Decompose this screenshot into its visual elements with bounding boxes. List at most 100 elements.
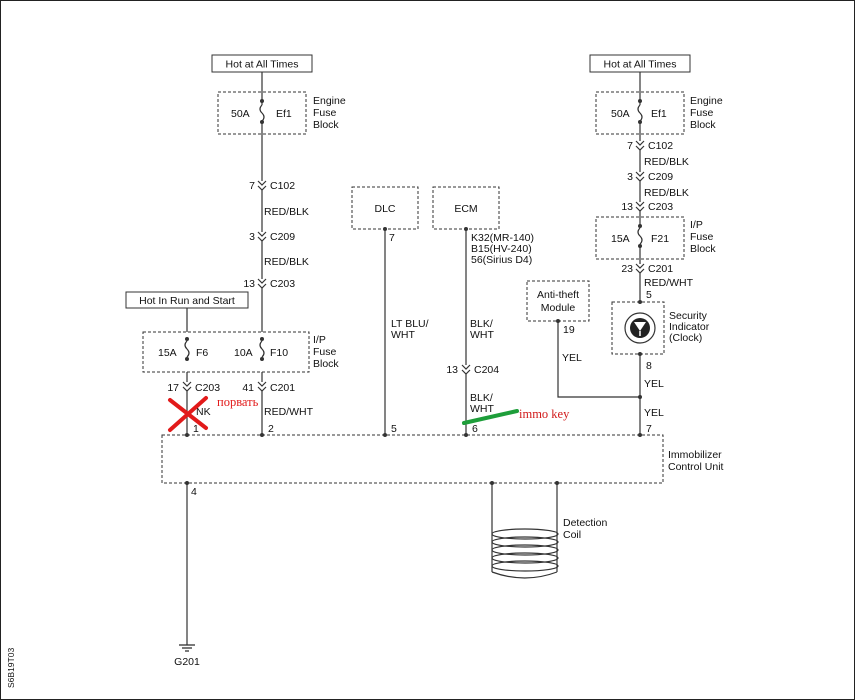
icu-pin-2: 2 xyxy=(268,423,274,435)
c209-pin-left: 3 xyxy=(249,231,255,243)
ground: G201 xyxy=(174,483,200,668)
c209-name-right: C209 xyxy=(648,171,673,183)
red-cross-icon xyxy=(168,396,208,432)
hot-at-all-times-right: Hot at All Times xyxy=(604,59,677,71)
coil-icon xyxy=(491,528,559,579)
fuse-f10-amp: 10A xyxy=(234,347,253,359)
connector-c203-right-icon xyxy=(635,201,645,212)
ip-block-r3: Block xyxy=(690,243,716,255)
indicator-pin-8: 8 xyxy=(646,360,652,372)
fuse-ef1-right-icon xyxy=(637,104,643,122)
c203-f6-name: C203 xyxy=(195,382,220,394)
fuse-f6-name: F6 xyxy=(196,347,208,359)
fuse-f21-name: F21 xyxy=(651,233,669,245)
connector-c209-left-icon xyxy=(257,231,267,242)
wire-red-blk-right-1: RED/BLK xyxy=(644,156,689,168)
dlc-pin: 7 xyxy=(389,232,395,244)
indicator-label-2: Indicator xyxy=(669,321,710,333)
c204-name: C204 xyxy=(474,364,499,376)
right-feed: Hot at All Times 50A Ef1 Engine Fuse Blo… xyxy=(589,54,723,435)
c204-pin: 13 xyxy=(446,364,458,376)
ip-block-l1: I/P xyxy=(313,334,326,346)
icu-pin-4: 4 xyxy=(191,486,197,498)
dlc-wire-1: LT BLU/ xyxy=(391,318,429,330)
connector-c201-right-icon xyxy=(635,263,645,274)
antitheft-pin: 19 xyxy=(563,324,575,336)
fuse-block-r3: Block xyxy=(690,119,716,131)
immo-annotation: immo key xyxy=(462,407,570,425)
c209-pin-right: 3 xyxy=(627,171,633,183)
ip-block-l2: Fuse xyxy=(313,346,337,358)
ecm: ECM K32(MR-140) B15(HV-240) 56(Sirius D4… xyxy=(432,186,534,435)
tear-note: порвать xyxy=(217,395,259,409)
connector-c204-icon xyxy=(461,364,471,375)
coil-label-2: Coil xyxy=(563,529,581,541)
connector-c203-left-icon xyxy=(257,278,267,289)
ecm-wire-1b: WHT xyxy=(470,329,494,341)
ip-block-r1: I/P xyxy=(690,219,703,231)
hot-at-all-times-left: Hot at All Times xyxy=(226,59,299,71)
c203-pin-left: 13 xyxy=(243,278,255,290)
wire-yel-right-1: YEL xyxy=(644,378,664,390)
immobilizer-control-unit: Immobilizer Control Unit 1 2 5 6 7 4 xyxy=(161,423,724,498)
icu-pin-1: 1 xyxy=(193,423,199,435)
antitheft-wire: YEL xyxy=(562,352,582,364)
left-feed: Hot at All Times 50A Ef1 Engine Fuse Blo… xyxy=(211,54,346,332)
ecm-label: ECM xyxy=(454,203,477,215)
connector-c102-left-icon xyxy=(257,180,267,191)
fuse-block-l2: Fuse xyxy=(313,107,337,119)
ground-icon xyxy=(179,644,195,652)
ground-label: G201 xyxy=(174,656,200,668)
c203-name-right: C203 xyxy=(648,201,673,213)
ecm-pin-3: 56(Sirius D4) xyxy=(471,254,532,266)
antitheft-module: Anti-theft Module 19 YEL xyxy=(526,280,640,398)
fuse-block-r2: Fuse xyxy=(690,107,714,119)
fuse-block-l1: Engine xyxy=(313,95,346,107)
c203-f6-pin: 17 xyxy=(167,382,179,394)
fuse-block-l3: Block xyxy=(313,119,339,131)
fuse-block-r1: Engine xyxy=(690,95,723,107)
connector-c201-f10-icon xyxy=(257,381,267,392)
ecm-wire-2a: BLK/ xyxy=(470,392,493,404)
fuse-amp-left: 50A xyxy=(231,108,250,120)
icu-pin-7: 7 xyxy=(646,423,652,435)
antitheft-label-1: Anti-theft xyxy=(537,289,579,301)
wire-red-blk-right-2: RED/BLK xyxy=(644,187,689,199)
icu-pin-5: 5 xyxy=(391,423,397,435)
c201-name-right: C201 xyxy=(648,263,673,275)
connector-c209-right-icon xyxy=(635,171,645,182)
fuse-ef1-left-icon xyxy=(259,104,265,122)
icu-pin-6: 6 xyxy=(472,423,478,435)
c102-pin-left: 7 xyxy=(249,180,255,192)
wire-pnk: NK xyxy=(196,406,211,418)
wire-red-wht-left: RED/WHT xyxy=(264,406,314,418)
tear-annotation: порвать xyxy=(168,395,259,432)
green-marker-icon xyxy=(462,409,519,425)
immo-note: immo key xyxy=(519,407,570,421)
ip-block-r2: Fuse xyxy=(690,231,714,243)
fuse-amp-right: 50A xyxy=(611,108,630,120)
c201-f10-pin: 41 xyxy=(242,382,254,394)
c201-pin-right: 23 xyxy=(621,263,633,275)
wire-red-wht-right: RED/WHT xyxy=(644,277,694,289)
detection-coil: Detection Coil xyxy=(490,481,608,579)
c102-pin-right: 7 xyxy=(627,140,633,152)
c102-name-left: C102 xyxy=(270,180,295,192)
c201-f10-name: C201 xyxy=(270,382,295,394)
fuse-f21-amp: 15A xyxy=(611,233,630,245)
wire-yel-right-2: YEL xyxy=(644,407,664,419)
ip-block-l3: Block xyxy=(313,358,339,370)
wire-red-blk-left-2: RED/BLK xyxy=(264,256,309,268)
ecm-wire-1a: BLK/ xyxy=(470,318,493,330)
fuse-f21-icon xyxy=(637,227,643,245)
fuse-name-left: Ef1 xyxy=(276,108,292,120)
fuse-f6-amp: 15A xyxy=(158,347,177,359)
hot-in-run-label: Hot In Run and Start xyxy=(139,295,235,307)
dlc-label: DLC xyxy=(374,203,395,215)
ecm-pin-2: B15(HV-240) xyxy=(471,243,532,255)
ip-fuse-block-left: 15A F6 10A F10 I/P Fuse Block 17 C203 41… xyxy=(142,331,339,435)
c203-name-left: C203 xyxy=(270,278,295,290)
c209-name-left: C209 xyxy=(270,231,295,243)
connector-c203-f6-icon xyxy=(182,381,192,392)
